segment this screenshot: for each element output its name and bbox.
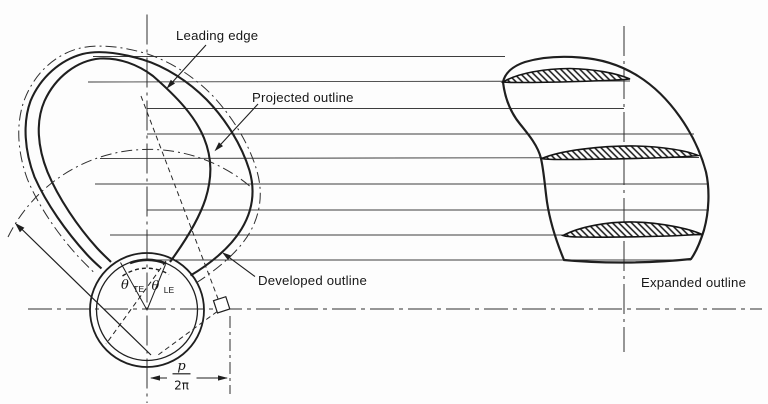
leading-edge-label: Leading edge bbox=[176, 28, 258, 43]
theta-le-radial-line bbox=[146, 264, 166, 311]
theta-te-radial-line bbox=[120, 262, 148, 311]
hub-boss bbox=[89, 252, 205, 368]
radius-arrow-line bbox=[16, 224, 152, 356]
section-radius-dashdot-arc bbox=[7, 148, 253, 238]
developed-outline-label: Developed outline bbox=[258, 273, 367, 288]
pitch-construction bbox=[140, 95, 231, 357]
left-blade-outlines bbox=[7, 45, 261, 284]
developed-outline-leader-arrowhead bbox=[222, 252, 232, 261]
root-radius-dashed-arc bbox=[122, 267, 170, 277]
expanded-outline-label: Expanded outline bbox=[641, 275, 746, 290]
hub-angle-labels: θ TE θ LE bbox=[121, 276, 175, 295]
projected-outline-label: Projected outline bbox=[252, 90, 354, 105]
expanded-blade bbox=[500, 55, 710, 264]
projected-outline-leader bbox=[216, 103, 259, 150]
hub-dashed-chord bbox=[105, 260, 167, 345]
projected-outline-curve bbox=[37, 57, 212, 263]
pitch-fraction-numerator: p bbox=[177, 359, 186, 374]
theta-le-label: θ LE bbox=[152, 277, 175, 295]
blade-section-lower bbox=[561, 221, 704, 238]
annotation-leaders bbox=[166, 44, 259, 277]
blade-section-middle bbox=[539, 145, 701, 161]
right-angle-square-marker bbox=[212, 295, 231, 314]
pitch-dimension: p 2π bbox=[150, 359, 228, 393]
blade-section-upper bbox=[500, 67, 631, 84]
projected-outline-leader-arrowhead bbox=[214, 142, 223, 152]
theta-te-label: θ TE bbox=[121, 276, 144, 294]
centerlines bbox=[28, 14, 762, 403]
theta-le-subscript: LE bbox=[164, 285, 175, 295]
theta-le-symbol: θ bbox=[152, 279, 160, 294]
hub-outer-circle bbox=[89, 252, 205, 368]
pitch-helix-dashed-line bbox=[140, 95, 219, 301]
blade-root-bold-arc bbox=[129, 258, 167, 265]
radius-arrow bbox=[15, 223, 152, 356]
developed-outline-curve bbox=[24, 51, 254, 277]
radius-arrowhead bbox=[15, 223, 25, 233]
dim-arrowhead-right bbox=[218, 375, 228, 381]
annotation-texts: Leading edge Projected outline Developed… bbox=[176, 28, 746, 290]
dim-arrowhead-left bbox=[150, 375, 160, 381]
outline-construction-dashdot-curve bbox=[18, 45, 261, 284]
pitch-base-dashed-line bbox=[155, 306, 225, 357]
leading-edge-leader-arrowhead bbox=[166, 79, 175, 89]
theta-te-subscript: TE bbox=[133, 284, 144, 294]
leading-edge-leader bbox=[168, 44, 207, 87]
pitch-fraction-denominator: 2π bbox=[174, 379, 189, 393]
theta-te-symbol: θ bbox=[121, 278, 129, 293]
